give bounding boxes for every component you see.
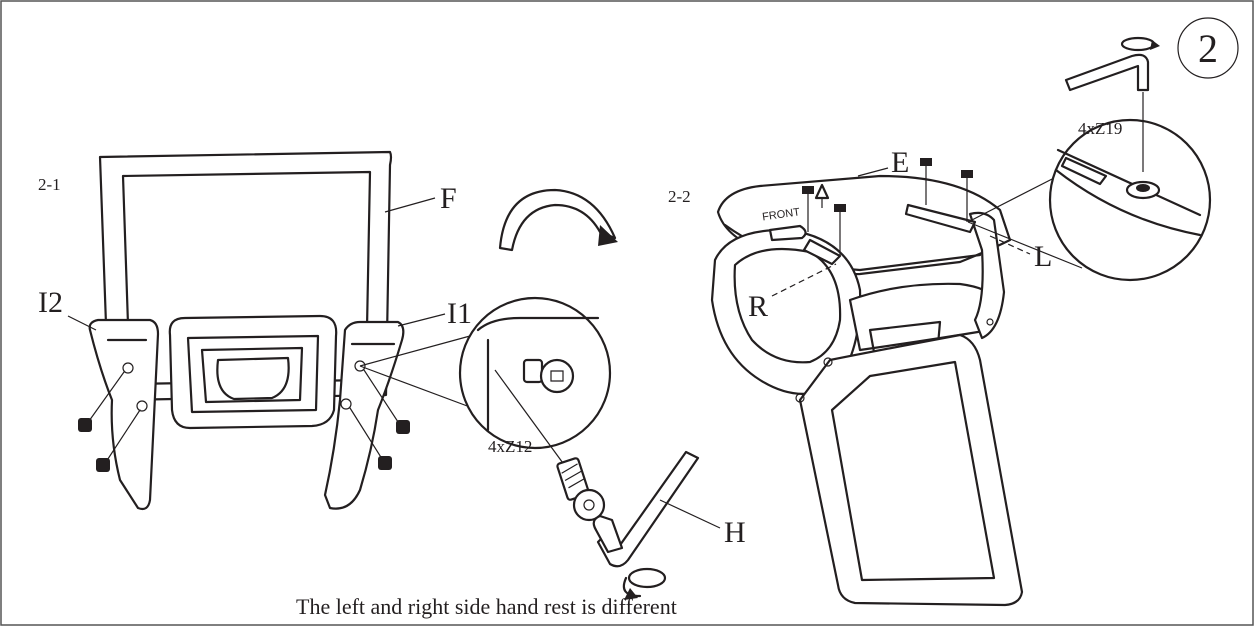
zoom-detail-left: [359, 296, 612, 450]
zoom-slot: [1060, 156, 1108, 186]
armrest-post: [968, 211, 1006, 340]
hex-key-icon-top: [1064, 36, 1160, 172]
note-text: The left and right side hand rest is dif…: [296, 594, 677, 619]
screw-icon: [396, 420, 410, 434]
backrest-rear: [798, 333, 1024, 607]
seat-front-marking: FRONT: [761, 206, 800, 223]
hardware-left-label: 4xZ12: [488, 437, 532, 456]
hardware-left-qty: 4x: [488, 437, 506, 456]
bolt-hole: [354, 360, 366, 372]
bolt-hole: [340, 398, 352, 410]
part-label-I1: I1: [447, 297, 472, 330]
hex-key-icon: [592, 450, 721, 568]
lumbar-pad: [216, 356, 290, 401]
lumbar-inner: [186, 334, 320, 414]
step-circle: [1177, 17, 1239, 79]
rotate-arrow-icon: [498, 188, 617, 252]
bolt-hole: [122, 362, 134, 374]
zoom-armrest-edge: [1054, 168, 1202, 237]
screw-icon: [78, 418, 92, 432]
bolt-axis-line: [494, 369, 569, 471]
rotate-arrow-head: [598, 225, 618, 246]
part-label-R: R: [748, 290, 768, 323]
leader-I1: [397, 313, 446, 327]
substep-label-left: 2-1: [38, 175, 61, 194]
hardware-right-qty: 4x: [1078, 119, 1096, 138]
zoom-line: [967, 221, 1083, 269]
leader-L: [989, 235, 1031, 255]
zoom-line: [967, 175, 1059, 223]
hardware-right-code: Z19: [1095, 119, 1122, 138]
step-number: 2: [1198, 26, 1218, 71]
screw-icon: [96, 458, 110, 472]
bolt-hole: [136, 400, 148, 412]
backrest-illustration: [67, 150, 446, 511]
bolt-hole: [795, 393, 805, 403]
rotate-clockwise-icon: [622, 567, 667, 600]
screw-icon: [378, 456, 392, 470]
hardware-right-label: 4xZ19: [1078, 119, 1122, 138]
backrest-rear-mesh: [830, 360, 996, 582]
part-label-E: E: [891, 146, 909, 179]
slot: [768, 224, 807, 242]
bolt-head-icon: [1125, 180, 1161, 200]
substep-label-right: 2-2: [668, 187, 691, 206]
lumbar-core: [200, 346, 304, 404]
step-badge: 2: [1177, 17, 1239, 79]
zoom-circle: [1048, 118, 1212, 282]
seat-hoop-inner: [733, 247, 842, 364]
zoom-detail-right: [967, 118, 1212, 282]
part-label-I2: I2: [38, 286, 63, 319]
bolt-icon: [522, 358, 575, 394]
leader-R: [771, 263, 837, 297]
bolt-z12-icon: [556, 457, 606, 522]
zoom-seat-edge: [1056, 148, 1202, 217]
seat-assembly-illustration: FRONT: [710, 158, 1031, 607]
leader-H: [659, 499, 721, 529]
screw-icons-seat: [802, 158, 973, 255]
hardware-left-code: Z12: [505, 437, 532, 456]
slot: [802, 238, 842, 266]
part-label-L: L: [1034, 240, 1052, 273]
bolt-hole: [823, 357, 833, 367]
armrest-right: [323, 320, 405, 510]
part-label-F: F: [440, 182, 457, 215]
zoom-line: [359, 365, 479, 411]
leader-I2: [67, 315, 97, 331]
armrest-left: [88, 318, 160, 511]
leader-F: [384, 197, 436, 213]
part-label-H: H: [724, 516, 746, 549]
zoom-line: [359, 335, 471, 367]
bolt-hole: [986, 318, 994, 326]
leader-E: [857, 167, 889, 177]
zoom-armrest-edge: [476, 316, 600, 332]
slot: [904, 203, 977, 234]
